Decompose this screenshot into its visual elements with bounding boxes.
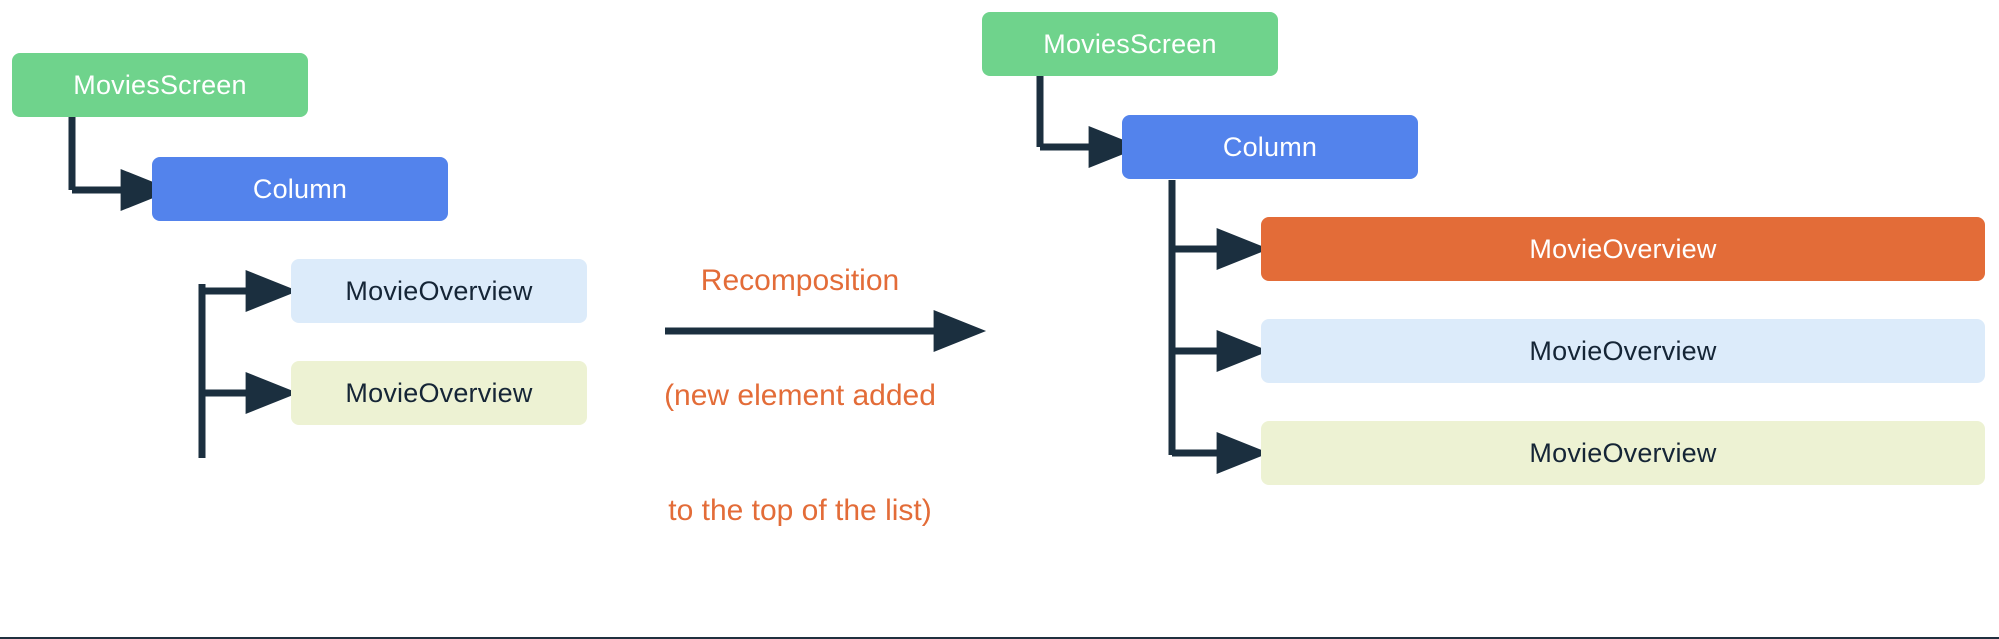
before-node-movie-overview-2[interactable]: MovieOverview — [291, 361, 587, 425]
after-node-column-label: Column — [1222, 131, 1318, 162]
before-node-movie-overview-1-label: MovieOverview — [345, 275, 533, 306]
recomposition-caption-line-2: (new element added — [664, 378, 936, 412]
after-node-movie-overview-1-label: MovieOverview — [1529, 335, 1717, 366]
after-node-column[interactable]: Column — [1122, 115, 1418, 179]
after-node-movie-overview-new-label: MovieOverview — [1529, 233, 1717, 264]
before-node-column[interactable]: Column — [152, 157, 448, 221]
before-node-movie-overview-1[interactable]: MovieOverview — [291, 259, 587, 323]
recomposition-caption: Recomposition (new element added to the … — [640, 185, 960, 607]
after-node-movie-overview-2-label: MovieOverview — [1529, 437, 1717, 468]
before-node-movies-screen-label: MoviesScreen — [73, 69, 247, 100]
edge-column-to-children-after — [1168, 180, 1270, 474]
recomposition-caption-line-1: Recomposition — [700, 263, 900, 297]
after-node-movies-screen-label: MoviesScreen — [1043, 28, 1217, 59]
edge-movies-screen-to-column-after — [1036, 76, 1142, 168]
before-node-movie-overview-2-label: MovieOverview — [345, 377, 533, 408]
recomposition-caption-line-3: to the top of the list) — [668, 494, 932, 528]
edge-column-to-children-before — [198, 270, 299, 458]
edge-movies-screen-to-column-before — [68, 117, 174, 211]
after-node-movies-screen[interactable]: MoviesScreen — [982, 12, 1278, 76]
after-node-movie-overview-1[interactable]: MovieOverview — [1261, 319, 1985, 383]
after-node-movie-overview-2[interactable]: MovieOverview — [1261, 421, 1985, 485]
before-node-movies-screen[interactable]: MoviesScreen — [12, 53, 308, 117]
bottom-divider — [0, 637, 1999, 639]
after-node-movie-overview-new[interactable]: MovieOverview — [1261, 217, 1985, 281]
before-node-column-label: Column — [252, 173, 348, 204]
